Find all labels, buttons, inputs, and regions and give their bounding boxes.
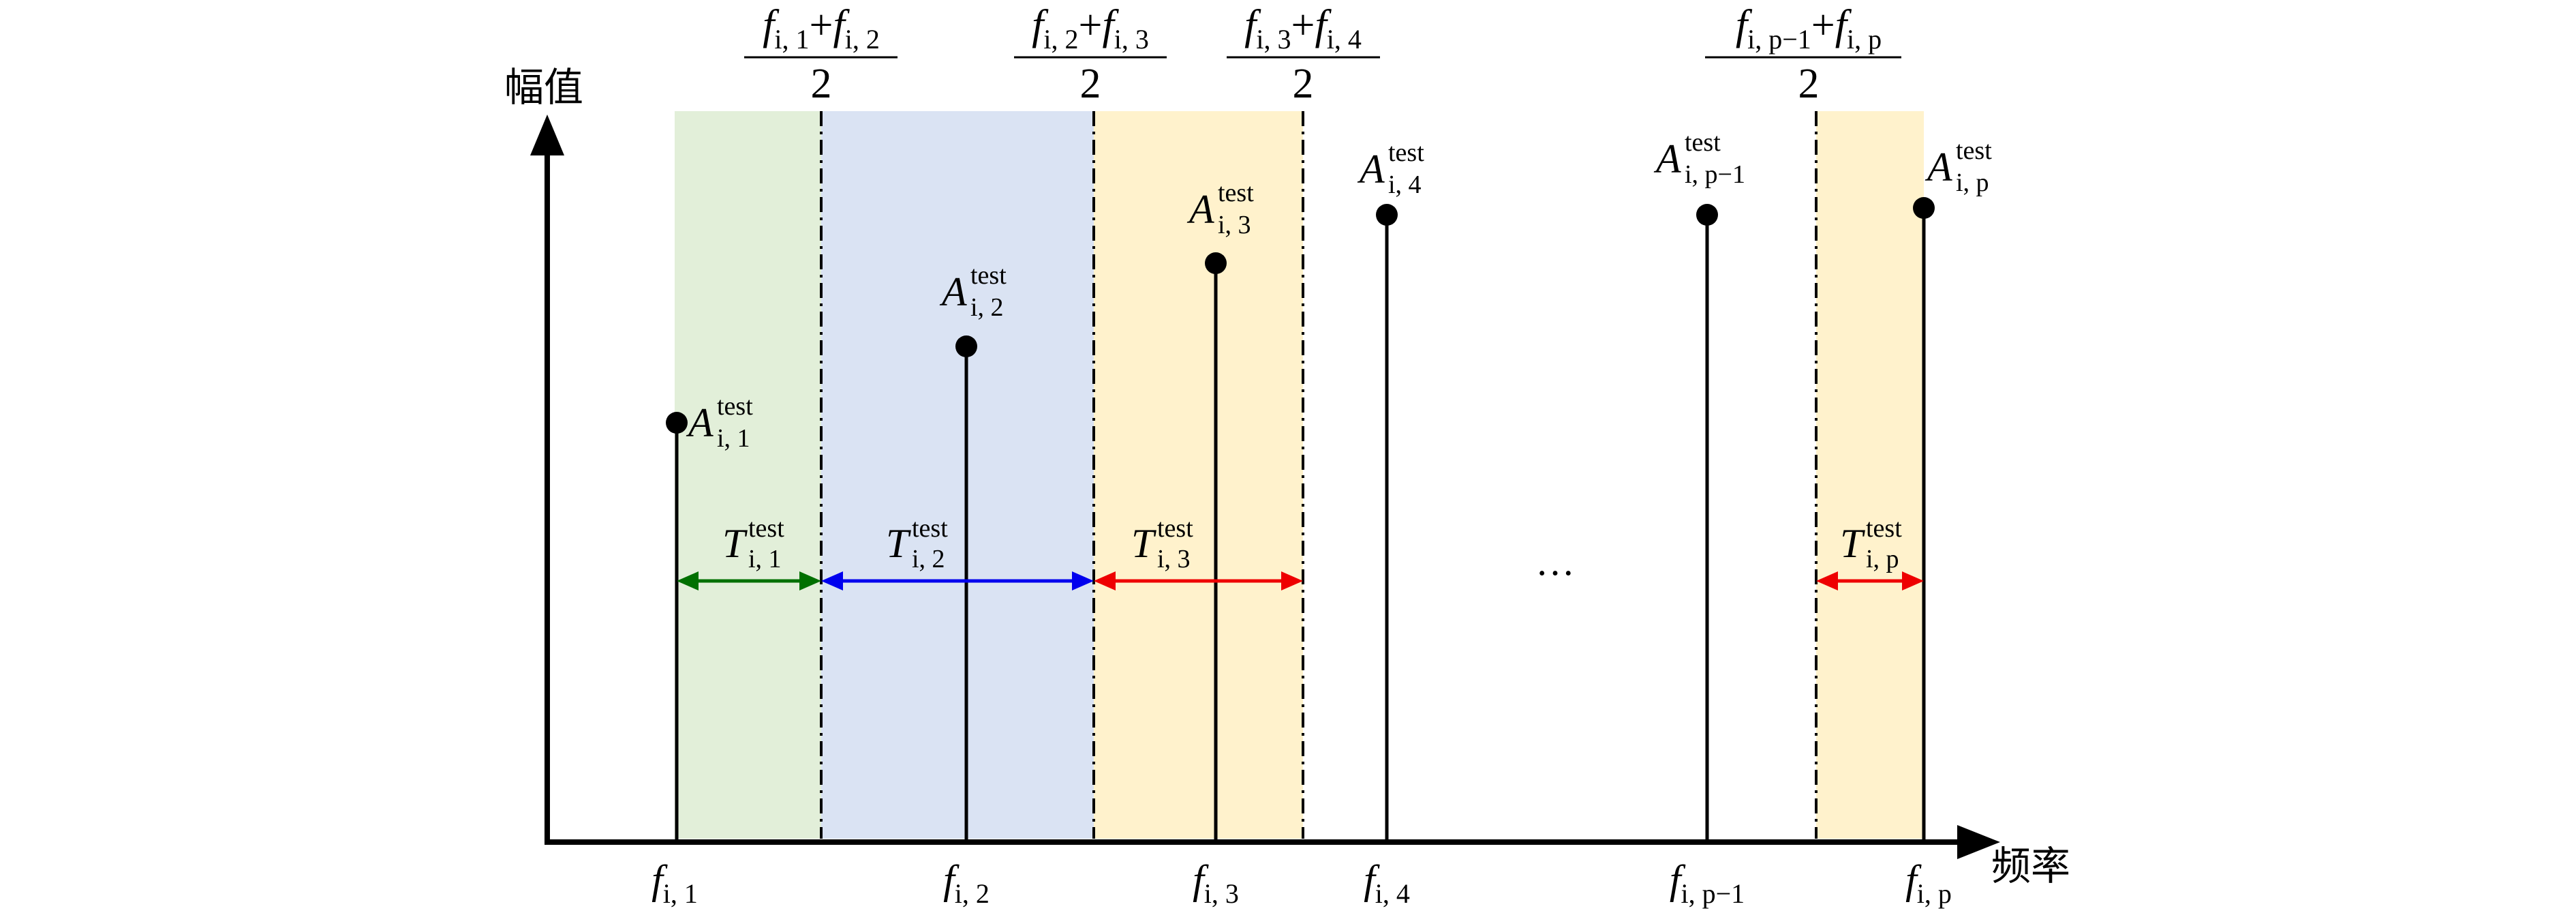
svg-text:test: test xyxy=(1388,138,1424,167)
svg-text:i, 3: i, 3 xyxy=(1218,211,1251,239)
svg-text:test: test xyxy=(1956,136,1992,165)
interval-arrowhead-left xyxy=(821,571,843,590)
amplitude-label-2: A test i, 2 xyxy=(939,261,1007,322)
interval-label-base: T xyxy=(1131,521,1156,566)
interval-label-base: T xyxy=(886,521,911,566)
boundary-label-denominator: 2 xyxy=(811,61,832,107)
band-2 xyxy=(821,111,1094,839)
boundary-label-numerator: fi, 3+fi, 4 xyxy=(1244,2,1362,55)
freq-label-p: fi, p xyxy=(1905,857,1952,909)
freq-label-3: fi, 3 xyxy=(1193,857,1239,909)
boundary-label-numerator: fi, 1+fi, 2 xyxy=(763,2,880,55)
svg-text:i, p: i, p xyxy=(1956,168,1989,197)
freq-label-2: fi, 2 xyxy=(943,857,990,909)
axes: 幅值 频率 xyxy=(504,64,2070,889)
boundary-label-denominator: 2 xyxy=(1293,61,1314,107)
interval-arrowhead-right xyxy=(799,571,821,590)
boundary-label-3-4: fi, 3+fi, 4 2 xyxy=(1227,2,1380,107)
svg-text:i, 1: i, 1 xyxy=(717,424,750,453)
interval-arrowhead-right xyxy=(1281,571,1303,590)
interval-arrowhead-left xyxy=(677,571,699,590)
boundary-label-numerator: fi, 2+fi, 3 xyxy=(1032,2,1149,55)
interval-label-sub: i, 2 xyxy=(912,545,945,573)
stem-marker-p-1 xyxy=(1696,204,1718,226)
band-3 xyxy=(1094,111,1303,839)
interval-label-sup: test xyxy=(1866,514,1902,543)
svg-text:A: A xyxy=(686,400,714,445)
x-axis-label: 频率 xyxy=(1991,843,2070,889)
stem-marker-4 xyxy=(1376,204,1398,226)
boundary-label-denominator: 2 xyxy=(1080,61,1101,107)
boundary-label-1-2: fi, 1+fi, 2 2 xyxy=(744,2,898,107)
stem-markers xyxy=(666,197,1935,434)
band-p xyxy=(1816,111,1924,839)
stem-marker-3 xyxy=(1205,252,1227,274)
interval-label-base: T xyxy=(722,521,748,566)
stems xyxy=(675,208,1926,842)
boundary-lines xyxy=(820,111,1818,839)
band-1 xyxy=(675,111,821,839)
boundary-label-p-1-p: fi, p−1+fi, p 2 xyxy=(1705,2,1901,107)
stem-marker-2 xyxy=(955,335,977,357)
boundary-label-2-3: fi, 2+fi, 3 2 xyxy=(1014,2,1167,107)
svg-text:i, 2: i, 2 xyxy=(970,293,1004,322)
interval-2: T test i, 2 xyxy=(821,514,1094,590)
svg-text:test: test xyxy=(970,261,1007,290)
interval-arrowhead-right xyxy=(1072,571,1094,590)
interval-label-sub: i, 3 xyxy=(1157,545,1191,573)
interval-label-sub: i, p xyxy=(1866,545,1899,573)
svg-text:i, 4: i, 4 xyxy=(1388,170,1422,199)
ellipsis: ··· xyxy=(1535,551,1575,595)
stem-marker-p xyxy=(1913,197,1935,219)
svg-text:i, p−1: i, p−1 xyxy=(1685,160,1745,189)
svg-text:A: A xyxy=(1357,147,1385,192)
interval-1: T test i, 1 xyxy=(677,514,821,590)
x-axis-arrowhead xyxy=(1957,825,2000,859)
boundary-label-numerator: fi, p−1+fi, p xyxy=(1736,2,1882,55)
freq-label-1: fi, 1 xyxy=(651,857,698,909)
interval-3: T test i, 3 xyxy=(1094,514,1303,590)
frequency-labels: fi, 1 fi, 2 fi, 3 fi, 4 fi, p−1 fi, p xyxy=(651,857,1952,909)
svg-text:A: A xyxy=(1186,187,1214,232)
interval-label-sub: i, 1 xyxy=(748,545,782,573)
svg-text:A: A xyxy=(1925,145,1952,190)
interval-arrowhead-right xyxy=(1902,571,1924,590)
svg-text:test: test xyxy=(1685,128,1721,157)
interval-label-sup: test xyxy=(912,514,948,543)
svg-text:test: test xyxy=(1218,179,1254,207)
freq-label-p-1: fi, p−1 xyxy=(1670,857,1745,909)
interval-label-base: T xyxy=(1840,521,1865,566)
y-axis-label: 幅值 xyxy=(504,64,583,110)
svg-text:A: A xyxy=(1653,136,1681,181)
interval-label-sup: test xyxy=(748,514,784,543)
amplitude-label-p: A test i, p xyxy=(1925,136,1992,197)
amplitude-label-4: A test i, 4 xyxy=(1357,138,1424,199)
y-axis-arrowhead xyxy=(530,115,564,155)
svg-text:test: test xyxy=(717,392,753,421)
interval-arrowhead-left xyxy=(1816,571,1838,590)
interval-label-sup: test xyxy=(1157,514,1193,543)
interval-arrowhead-left xyxy=(1094,571,1116,590)
amplitude-label-1: A test i, 1 xyxy=(686,392,753,453)
stem-marker-1 xyxy=(666,412,688,434)
interval-p: T test i, p xyxy=(1816,514,1924,590)
amplitude-label-3: A test i, 3 xyxy=(1186,179,1254,239)
amplitude-label-p-1: A test i, p−1 xyxy=(1653,128,1745,189)
boundary-label-denominator: 2 xyxy=(1798,61,1820,107)
svg-text:A: A xyxy=(939,269,967,314)
freq-label-4: fi, 4 xyxy=(1364,857,1410,909)
